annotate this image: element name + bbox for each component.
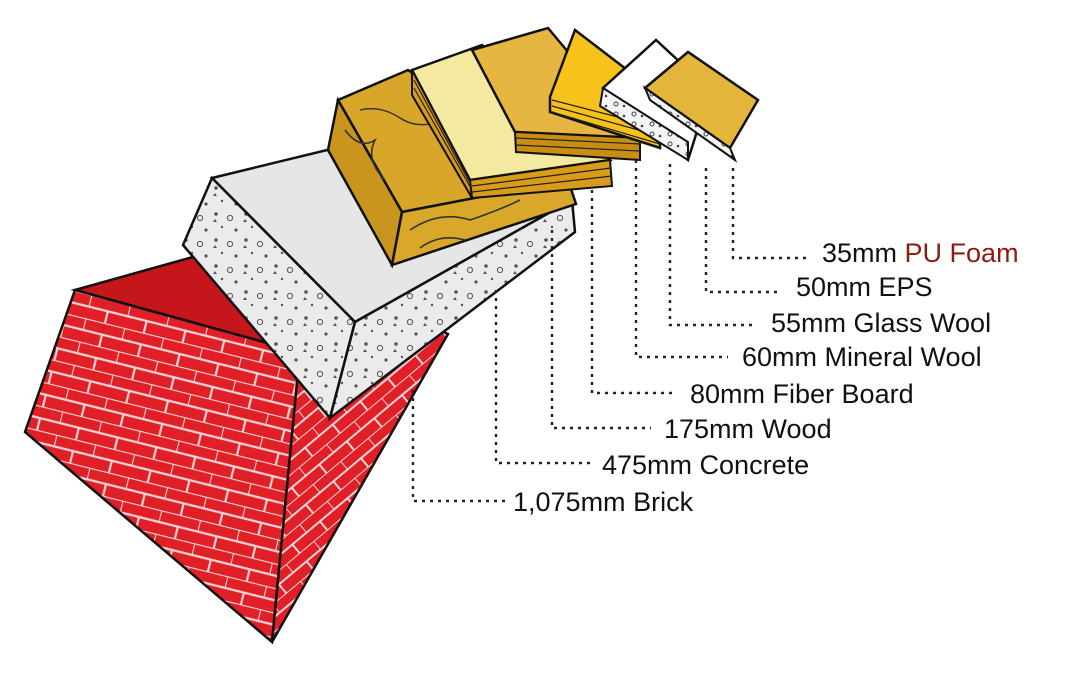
label-glass-wool: 55mm Glass Wool [771,308,991,338]
label-eps-material: EPS [878,272,933,302]
label-brick-material: Brick [633,487,694,517]
leader-glass-wool [668,164,755,327]
label-concrete-thickness: 475mm [602,450,693,480]
label-mineral-wool: 60mm Mineral Wool [742,342,982,372]
leader-pu-foam [731,168,808,260]
label-fiber-board-material: Fiber Board [772,379,914,409]
leader-fiber-board [590,190,673,395]
leader-eps [704,168,780,294]
label-eps-thickness: 50mm [796,272,872,302]
pu-foam-block [642,50,760,163]
label-wood: 175mm Wood [664,414,832,444]
label-glass-wool-material: Glass Wool [853,308,992,338]
label-pu-foam-thickness: 35mm [822,238,898,268]
label-mineral-wool-material: Mineral Wool [824,342,982,372]
leader-wood [550,230,651,430]
leader-mineral-wool [634,160,728,359]
label-eps: 50mm EPS [796,272,933,302]
label-wood-material: Wood [761,414,832,444]
leader-lines [411,160,808,503]
label-concrete-material: Concrete [699,450,810,480]
label-concrete: 475mm Concrete [602,450,809,480]
leader-brick [411,390,505,503]
label-pu-foam-material: PU Foam [904,238,1019,268]
label-brick: 1,075mm Brick [513,487,693,517]
leader-concrete [494,290,592,465]
label-wood-thickness: 175mm [664,414,755,444]
label-fiber-board-thickness: 80mm [690,379,766,409]
label-pu-foam: 35mm PU Foam [822,238,1019,268]
label-glass-wool-thickness: 55mm [771,308,847,338]
label-brick-thickness: 1,075mm [513,487,626,517]
label-mineral-wool-thickness: 60mm [742,342,818,372]
label-fiber-board: 80mm Fiber Board [690,379,914,409]
